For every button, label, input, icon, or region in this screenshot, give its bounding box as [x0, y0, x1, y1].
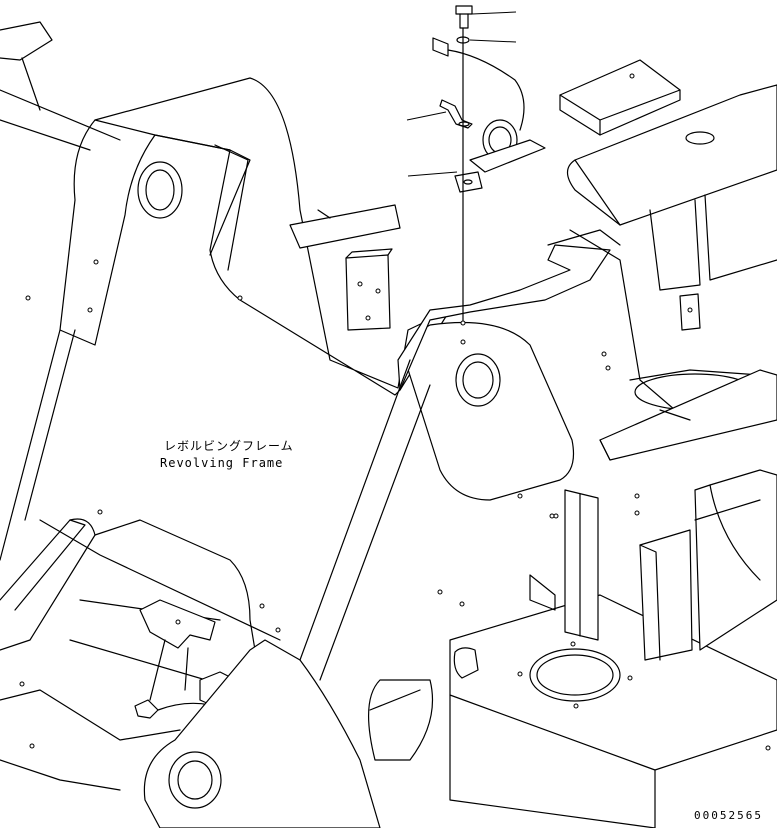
horn-bracket-icon	[439, 99, 473, 129]
center-rib	[289, 204, 401, 331]
center-plate	[368, 594, 777, 828]
part-name-jp: レボルビングフレーム	[164, 439, 294, 453]
bolt-icon	[455, 5, 473, 29]
right-upper-frame	[559, 59, 777, 331]
drawing-number: 00052565	[694, 809, 763, 822]
boom-bracket-left	[0, 77, 451, 561]
horn-icon	[454, 119, 546, 193]
top-left-beam	[0, 21, 121, 151]
boom-bracket-right	[404, 321, 575, 519]
right-gusset	[599, 369, 777, 461]
connector-icon	[432, 37, 525, 131]
horn-assembly	[406, 5, 546, 345]
right-uprights	[437, 469, 777, 751]
part-name-en: Revolving Frame	[160, 456, 284, 470]
bottom-boom-foot	[39, 359, 431, 828]
